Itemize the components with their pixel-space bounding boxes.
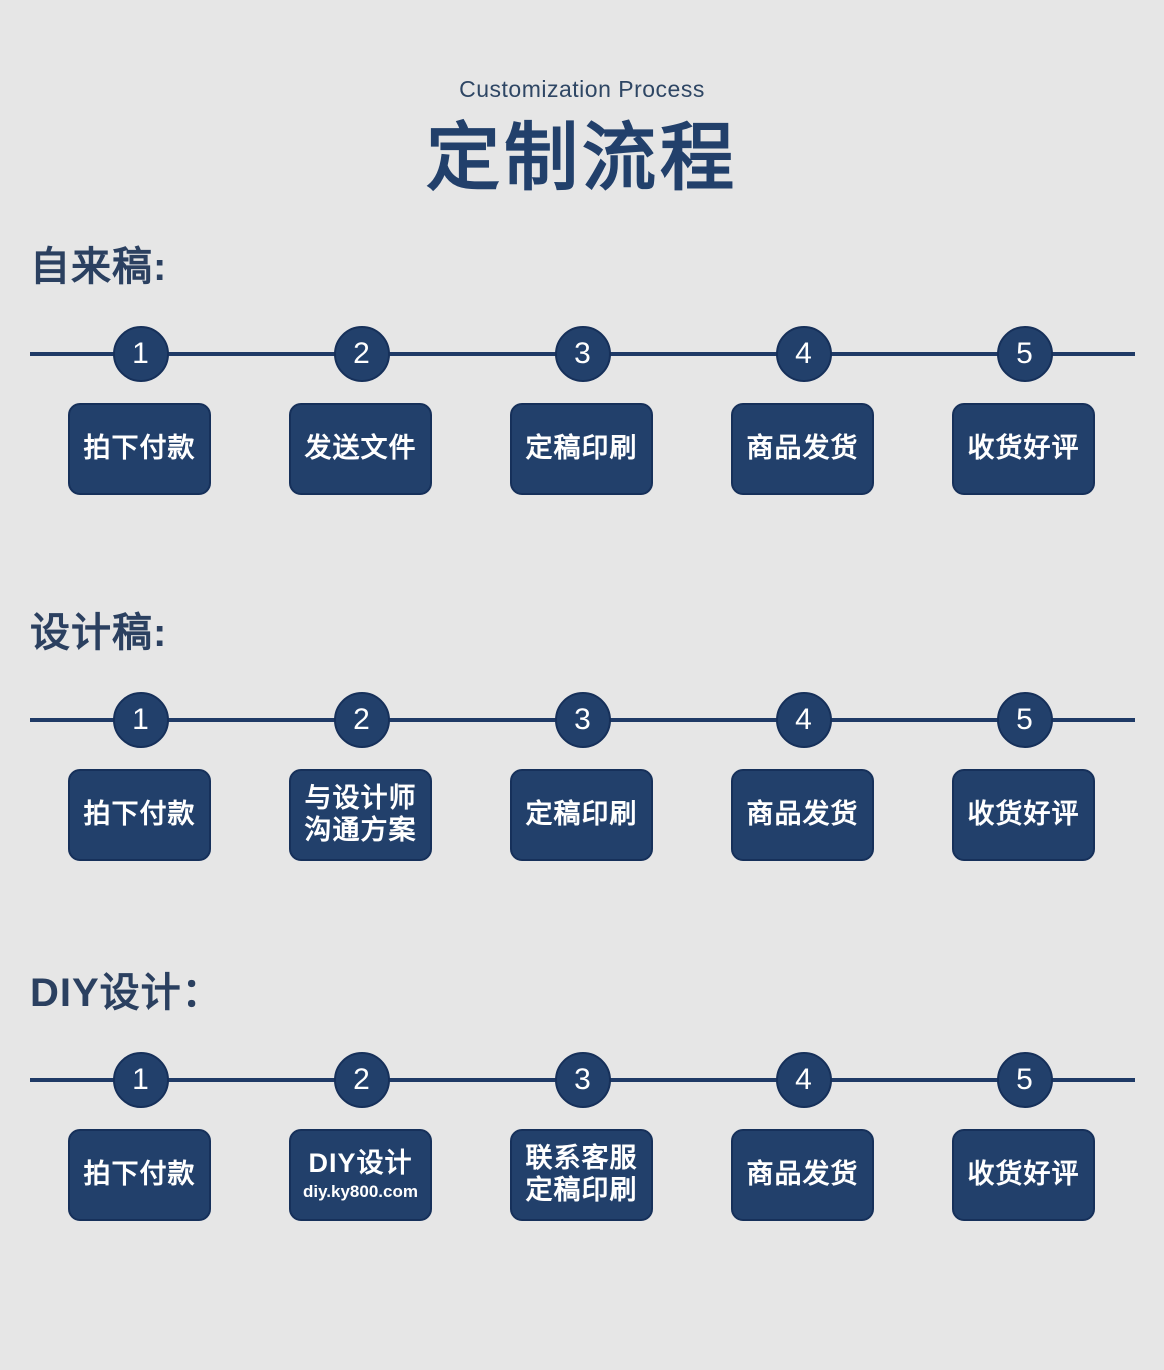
step-box[interactable]: 拍下付款 <box>68 403 211 495</box>
step-box-slot: DIY设计 diy.ky800.com <box>250 1129 471 1221</box>
section-title-diy-design: DIY设计： <box>30 971 223 1015</box>
step-box-label-primary: 拍下付款 <box>83 433 196 464</box>
step-box-slot: 收货好评 <box>913 1129 1134 1221</box>
step-box-label-primary: 拍下付款 <box>83 1159 196 1190</box>
process-section-design-draft: 设计稿: 1 2 3 4 5 拍下付款 与设计师沟通方案 定稿印刷 商品发货 收货好评 <box>0 613 1164 861</box>
step-box-slot: 收货好评 <box>913 769 1134 861</box>
step-box[interactable]: 定稿印刷 <box>510 403 653 495</box>
process-section-diy-design: DIY设计： 1 2 3 4 5 拍下付款 DIY设计 diy.ky800.com 联系客服定稿印… <box>0 973 1164 1221</box>
step-box-slot: 发送文件 <box>250 403 471 495</box>
step-number-badge[interactable]: 5 <box>996 692 1053 748</box>
step-box-slot: 联系客服定稿印刷 <box>471 1129 692 1221</box>
step-box-label-primary: 拍下付款 <box>83 799 196 830</box>
step-number-badge[interactable]: 4 <box>775 692 832 748</box>
step-box-slot: 拍下付款 <box>29 769 250 861</box>
step-box-label-primary: 收货好评 <box>967 799 1080 830</box>
step-box-label-primary: 定稿印刷 <box>525 433 638 464</box>
step-box-label-primary: 收货好评 <box>967 1159 1080 1190</box>
timeline-diy-design: 1 2 3 4 5 <box>0 1049 1164 1111</box>
process-section-self-submitted: 自来稿: 1 2 3 4 5 拍下付款 发送文件 定稿印刷 商品发货 收货好评 <box>0 247 1164 495</box>
step-box-label-primary: 定稿印刷 <box>525 799 638 830</box>
step-number-badge[interactable]: 5 <box>996 1052 1053 1108</box>
step-box[interactable]: 联系客服定稿印刷 <box>510 1129 653 1221</box>
step-node-slot: 2 <box>251 1052 472 1108</box>
step-box[interactable]: DIY设计 diy.ky800.com <box>289 1129 432 1221</box>
timeline-design-draft: 1 2 3 4 5 <box>0 689 1164 751</box>
step-node-slot: 1 <box>30 1052 251 1108</box>
step-number-badge[interactable]: 2 <box>333 1052 390 1108</box>
step-box[interactable]: 收货好评 <box>952 1129 1095 1221</box>
step-box-slot: 商品发货 <box>692 769 913 861</box>
step-boxes-diy-design: 拍下付款 DIY设计 diy.ky800.com 联系客服定稿印刷 商品发货 收货好评 <box>0 1129 1164 1221</box>
step-box-label-primary: 与设计师 <box>304 783 417 814</box>
step-node-slot: 3 <box>472 1052 693 1108</box>
step-boxes-self-submitted: 拍下付款 发送文件 定稿印刷 商品发货 收货好评 <box>0 403 1164 495</box>
timeline-nodes: 1 2 3 4 5 <box>30 689 1135 751</box>
step-node-slot: 1 <box>30 326 251 382</box>
page-title: 定制流程 <box>426 116 738 199</box>
step-number-badge[interactable]: 1 <box>112 326 169 382</box>
page-header: Customization Process 定制流程 <box>0 0 1164 195</box>
step-number-badge[interactable]: 2 <box>333 692 390 748</box>
step-number-badge[interactable]: 4 <box>775 1052 832 1108</box>
step-box[interactable]: 拍下付款 <box>68 769 211 861</box>
section-title-design-draft: 设计稿: <box>30 611 168 655</box>
step-box[interactable]: 发送文件 <box>289 403 432 495</box>
step-number-badge[interactable]: 3 <box>554 326 611 382</box>
step-box-label-primary: 联系客服 <box>525 1143 638 1174</box>
step-box-label-secondary: 沟通方案 <box>304 815 417 845</box>
step-box-slot: 定稿印刷 <box>471 769 692 861</box>
step-box[interactable]: 定稿印刷 <box>510 769 653 861</box>
step-box-label-primary: 商品发货 <box>746 799 859 830</box>
step-box-label-primary: 收货好评 <box>967 433 1080 464</box>
step-box-slot: 拍下付款 <box>29 1129 250 1221</box>
step-number-badge[interactable]: 3 <box>554 692 611 748</box>
step-box[interactable]: 拍下付款 <box>68 1129 211 1221</box>
step-box-slot: 收货好评 <box>913 403 1134 495</box>
step-number-badge[interactable]: 4 <box>775 326 832 382</box>
step-box-label-primary: 商品发货 <box>746 1159 859 1190</box>
step-box-slot: 商品发货 <box>692 1129 913 1221</box>
step-box-label-primary: DIY设计 <box>308 1147 413 1178</box>
step-box-slot: 商品发货 <box>692 403 913 495</box>
step-node-slot: 4 <box>693 326 914 382</box>
step-box[interactable]: 商品发货 <box>731 403 874 495</box>
step-box-slot: 定稿印刷 <box>471 403 692 495</box>
step-box-url[interactable]: diy.ky800.com <box>303 1182 418 1202</box>
section-title-self-submitted: 自来稿: <box>30 245 168 289</box>
step-box-label-primary: 发送文件 <box>304 433 417 464</box>
step-node-slot: 5 <box>914 1052 1135 1108</box>
step-number-badge[interactable]: 1 <box>112 1052 169 1108</box>
step-box-label-primary: 商品发货 <box>746 433 859 464</box>
step-node-slot: 2 <box>251 326 472 382</box>
step-box[interactable]: 与设计师沟通方案 <box>289 769 432 861</box>
step-node-slot: 1 <box>30 692 251 748</box>
step-number-badge[interactable]: 3 <box>554 1052 611 1108</box>
step-box[interactable]: 商品发货 <box>731 769 874 861</box>
timeline-nodes: 1 2 3 4 5 <box>30 323 1135 385</box>
step-node-slot: 3 <box>472 692 693 748</box>
step-number-badge[interactable]: 1 <box>112 692 169 748</box>
step-box[interactable]: 商品发货 <box>731 1129 874 1221</box>
step-node-slot: 2 <box>251 692 472 748</box>
step-node-slot: 3 <box>472 326 693 382</box>
step-node-slot: 5 <box>914 326 1135 382</box>
step-box[interactable]: 收货好评 <box>952 769 1095 861</box>
step-box-slot: 拍下付款 <box>29 403 250 495</box>
step-node-slot: 4 <box>693 1052 914 1108</box>
step-node-slot: 5 <box>914 692 1135 748</box>
step-box-slot: 与设计师沟通方案 <box>250 769 471 861</box>
timeline-nodes: 1 2 3 4 5 <box>30 1049 1135 1111</box>
step-box-label-secondary: 定稿印刷 <box>525 1175 638 1205</box>
step-number-badge[interactable]: 2 <box>333 326 390 382</box>
step-boxes-design-draft: 拍下付款 与设计师沟通方案 定稿印刷 商品发货 收货好评 <box>0 769 1164 861</box>
timeline-self-submitted: 1 2 3 4 5 <box>0 323 1164 385</box>
step-node-slot: 4 <box>693 692 914 748</box>
page-subtitle-english: Customization Process <box>459 76 705 102</box>
step-box[interactable]: 收货好评 <box>952 403 1095 495</box>
step-number-badge[interactable]: 5 <box>996 326 1053 382</box>
